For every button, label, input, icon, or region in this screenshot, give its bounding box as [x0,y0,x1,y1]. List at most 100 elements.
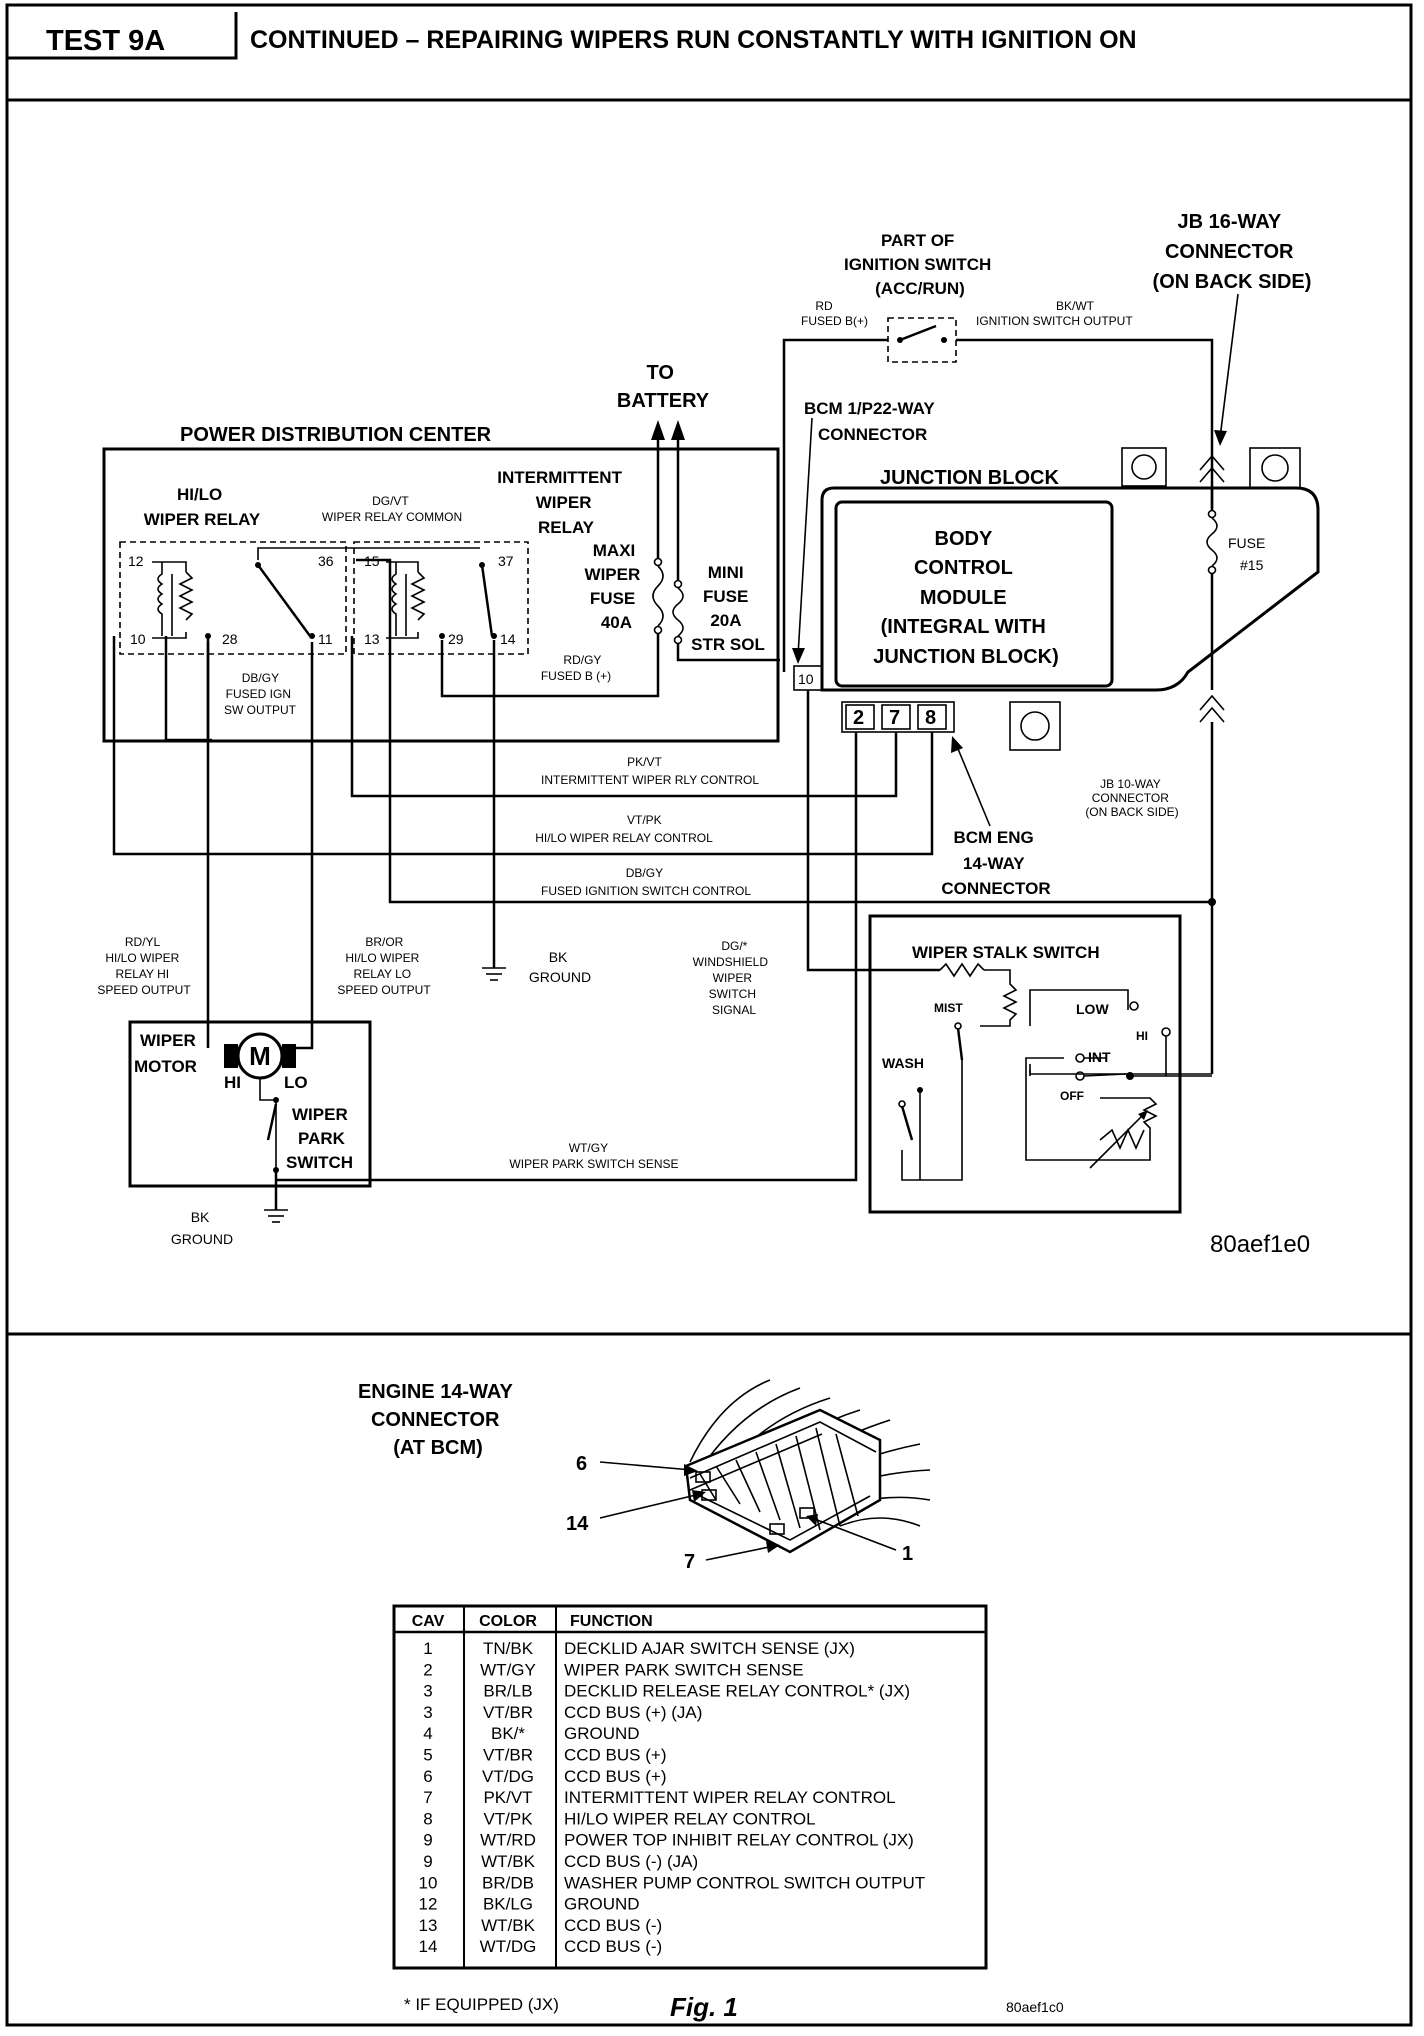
table-cell-cav: 9 [423,1852,432,1871]
wiper-stalk-label: WIPER STALK SWITCH [912,943,1100,962]
fuse15-label: FUSE #15 [1228,535,1269,573]
pin-13: 13 [364,631,380,647]
maxi-fuse-icon [652,557,664,635]
table-cell-cav: 6 [423,1767,432,1786]
table-header-function: FUNCTION [570,1613,653,1630]
bkwt-label: BK/WT IGNITION SWITCH OUTPUT [976,299,1133,328]
table-cell-cav: 1 [423,1639,432,1658]
motor-symbol: M [249,1041,271,1071]
table-cell-function: POWER TOP INHIBIT RELAY CONTROL (JX) [564,1831,914,1850]
jb16-label: JB 16-WAY CONNECTOR (ON BACK SIDE) [1153,211,1312,293]
table-cell-color: BR/DB [482,1873,534,1892]
bcm-eng-arrowhead [951,736,963,753]
motor-brush-hi [224,1044,238,1068]
dbgy-out-wire [164,636,212,742]
vtpk-label: VT/PK HI/LO WIPER RELAY CONTROL [535,813,713,845]
park-switch-label: WIPER PARK SWITCH [286,1105,353,1172]
ground-icon [482,967,506,981]
table-cell-cav: 12 [419,1895,438,1914]
dgvt-label: DG/VT WIPER RELAY COMMON [322,494,462,524]
table-cell-function: DECKLID AJAR SWITCH SENSE (JX) [564,1639,855,1658]
table-cell-function: CCD BUS (+) [564,1767,666,1786]
vtpk-wire [112,636,934,856]
jb-mount-right-hole [1261,454,1289,482]
test-id: TEST 9A [46,25,165,57]
table-cell-cav: 2 [423,1660,432,1679]
ignition-switch-label: PART OF IGNITION SWITCH (ACC/RUN) [844,231,996,298]
bcm-p22-label: BCM 1/P22-WAY CONNECTOR [804,399,939,444]
table-cell-color: VT/BR [483,1703,533,1722]
table-cell-color: WT/DG [480,1937,537,1956]
bcm-pin-2-box [845,704,875,730]
footnote: * IF EQUIPPED (JX) [404,1995,559,2014]
callout-7-line [705,1545,775,1561]
pdc-label: POWER DISTRIBUTION CENTER [180,424,492,446]
bk-ground-2-label: BK GROUND [171,1209,233,1247]
park-switch-contact [266,1097,279,1173]
bcm-pin-10: 10 [798,671,814,687]
wiper-motor-box [128,1020,372,1188]
table-cell-function: CCD BUS (-) [564,1937,662,1956]
bror-label: BR/OR HI/LO WIPER RELAY LO SPEED OUTPUT [337,935,431,997]
jb-mount-right-icon [1249,447,1301,489]
table-cell-color: TN/BK [483,1639,534,1658]
int-relay-coil-icon [386,561,426,639]
pin-37: 37 [498,553,514,569]
relay-common-wire [257,547,480,560]
table-cell-color: BK/LG [483,1895,533,1914]
table-cell-cav: 7 [423,1788,432,1807]
motor-brush-lo [282,1044,296,1068]
int-relay-contact [439,562,497,639]
motor-lo-label: LO [284,1073,308,1092]
pkvt-wire [350,636,898,798]
callout-7: 7 [684,1551,695,1573]
bror-wire [294,642,314,1050]
table-cell-function: WASHER PUMP CONTROL SWITCH OUTPUT [564,1873,925,1892]
pdc-box [102,447,780,743]
stalk-low: LOW [1076,1001,1109,1017]
hilo-relay-coil-icon [152,561,194,639]
figure-code-2: 80aef1c0 [1006,1999,1064,2015]
table-cell-function: WIPER PARK SWITCH SENSE [564,1660,804,1679]
bcm-eng-connector [841,701,955,733]
hilo-relay-label: HI/LO WIPER RELAY [144,485,261,529]
table-cell-cav: 10 [419,1873,438,1892]
fuse15-icon [1206,509,1218,575]
callout-1-arrowhead [806,1514,818,1526]
callout-14: 14 [566,1513,589,1535]
table-cell-function: CCD BUS (+) (JA) [564,1703,702,1722]
junction-block-outline [820,486,1320,692]
maxi-fuse-wire [440,532,660,698]
jb-mount-left-hole [1131,454,1157,480]
ignition-switch-contact [897,324,947,343]
table-cell-function: HI/LO WIPER RELAY CONTROL [564,1809,816,1828]
int-relay-label: INTERMITTENT WIPER RELAY [497,468,626,537]
pkvt-label: PK/VT INTERMITTENT WIPER RLY CONTROL [541,755,759,787]
jb10-connector-icon [1199,694,1225,723]
bcm-pin-8: 8 [925,707,936,729]
ground-icon-2 [264,1209,288,1223]
battery-arrows [651,420,685,532]
table-cell-cav: 5 [423,1746,432,1765]
mini-fuse-icon [672,579,684,645]
callout-7-arrowhead [766,1541,780,1553]
callout-1-line [811,1517,897,1551]
bcm-p22-arrow [797,417,813,657]
table-cell-cav: 8 [423,1809,432,1828]
wtgy-label: WT/GY WIPER PARK SWITCH SENSE [509,1141,678,1171]
table-cell-function: GROUND [564,1895,640,1914]
bcm-pin-2: 2 [853,707,864,729]
callout-14-line [599,1493,701,1519]
table-cell-function: CCD BUS (+) [564,1746,666,1765]
wiper-motor-label: WIPER MOTOR [134,1031,200,1076]
dbgy-ctrl-wire [356,558,1212,904]
table-cell-color: WT/RD [480,1831,536,1850]
stalk-hi: HI [1136,1029,1148,1043]
rd-fused-label: RD FUSED B(+) [801,299,868,328]
jb-mount-left-icon [1121,447,1167,487]
ignition-output-wire [956,338,1214,508]
rdyl-label: RD/YL HI/LO WIPER RELAY HI SPEED OUTPUT [97,935,191,997]
test-id-box [7,12,238,60]
